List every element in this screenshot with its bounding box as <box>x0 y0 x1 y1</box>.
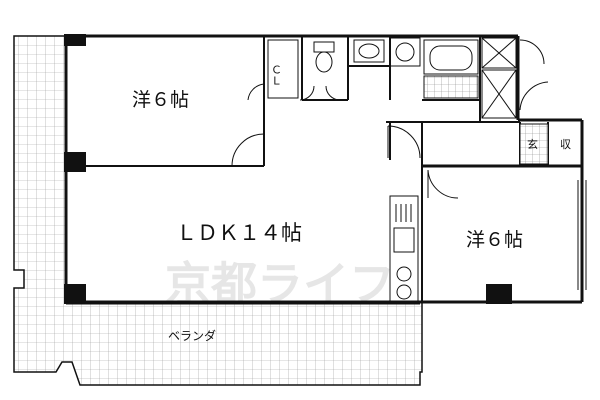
structural-columns <box>64 34 512 304</box>
windows <box>66 180 587 305</box>
balcony-area <box>13 35 423 386</box>
storage-label: 収 <box>560 138 571 151</box>
bath-floor <box>423 75 479 99</box>
storage-boxes <box>481 37 517 119</box>
entrance-floor <box>519 123 549 165</box>
bathtub-fixture <box>423 39 479 75</box>
room-label-western-north: 洋６帖 <box>132 89 189 111</box>
closet-label: ＣＬ <box>270 64 283 86</box>
room-label-ldk: ＬＤＫ１４帖 <box>176 221 302 245</box>
entrance-label: 玄 <box>527 137 538 151</box>
door-swings <box>231 39 549 199</box>
washer-space <box>389 37 421 67</box>
balcony-label: ベランダ <box>168 328 216 343</box>
interior-walls <box>66 36 549 302</box>
toilet-fixture <box>313 41 335 73</box>
closet <box>267 39 299 99</box>
kitchen-counter <box>389 195 419 303</box>
room-label-western-east: 洋６帖 <box>466 229 523 251</box>
washbasin-fixture <box>353 39 385 63</box>
